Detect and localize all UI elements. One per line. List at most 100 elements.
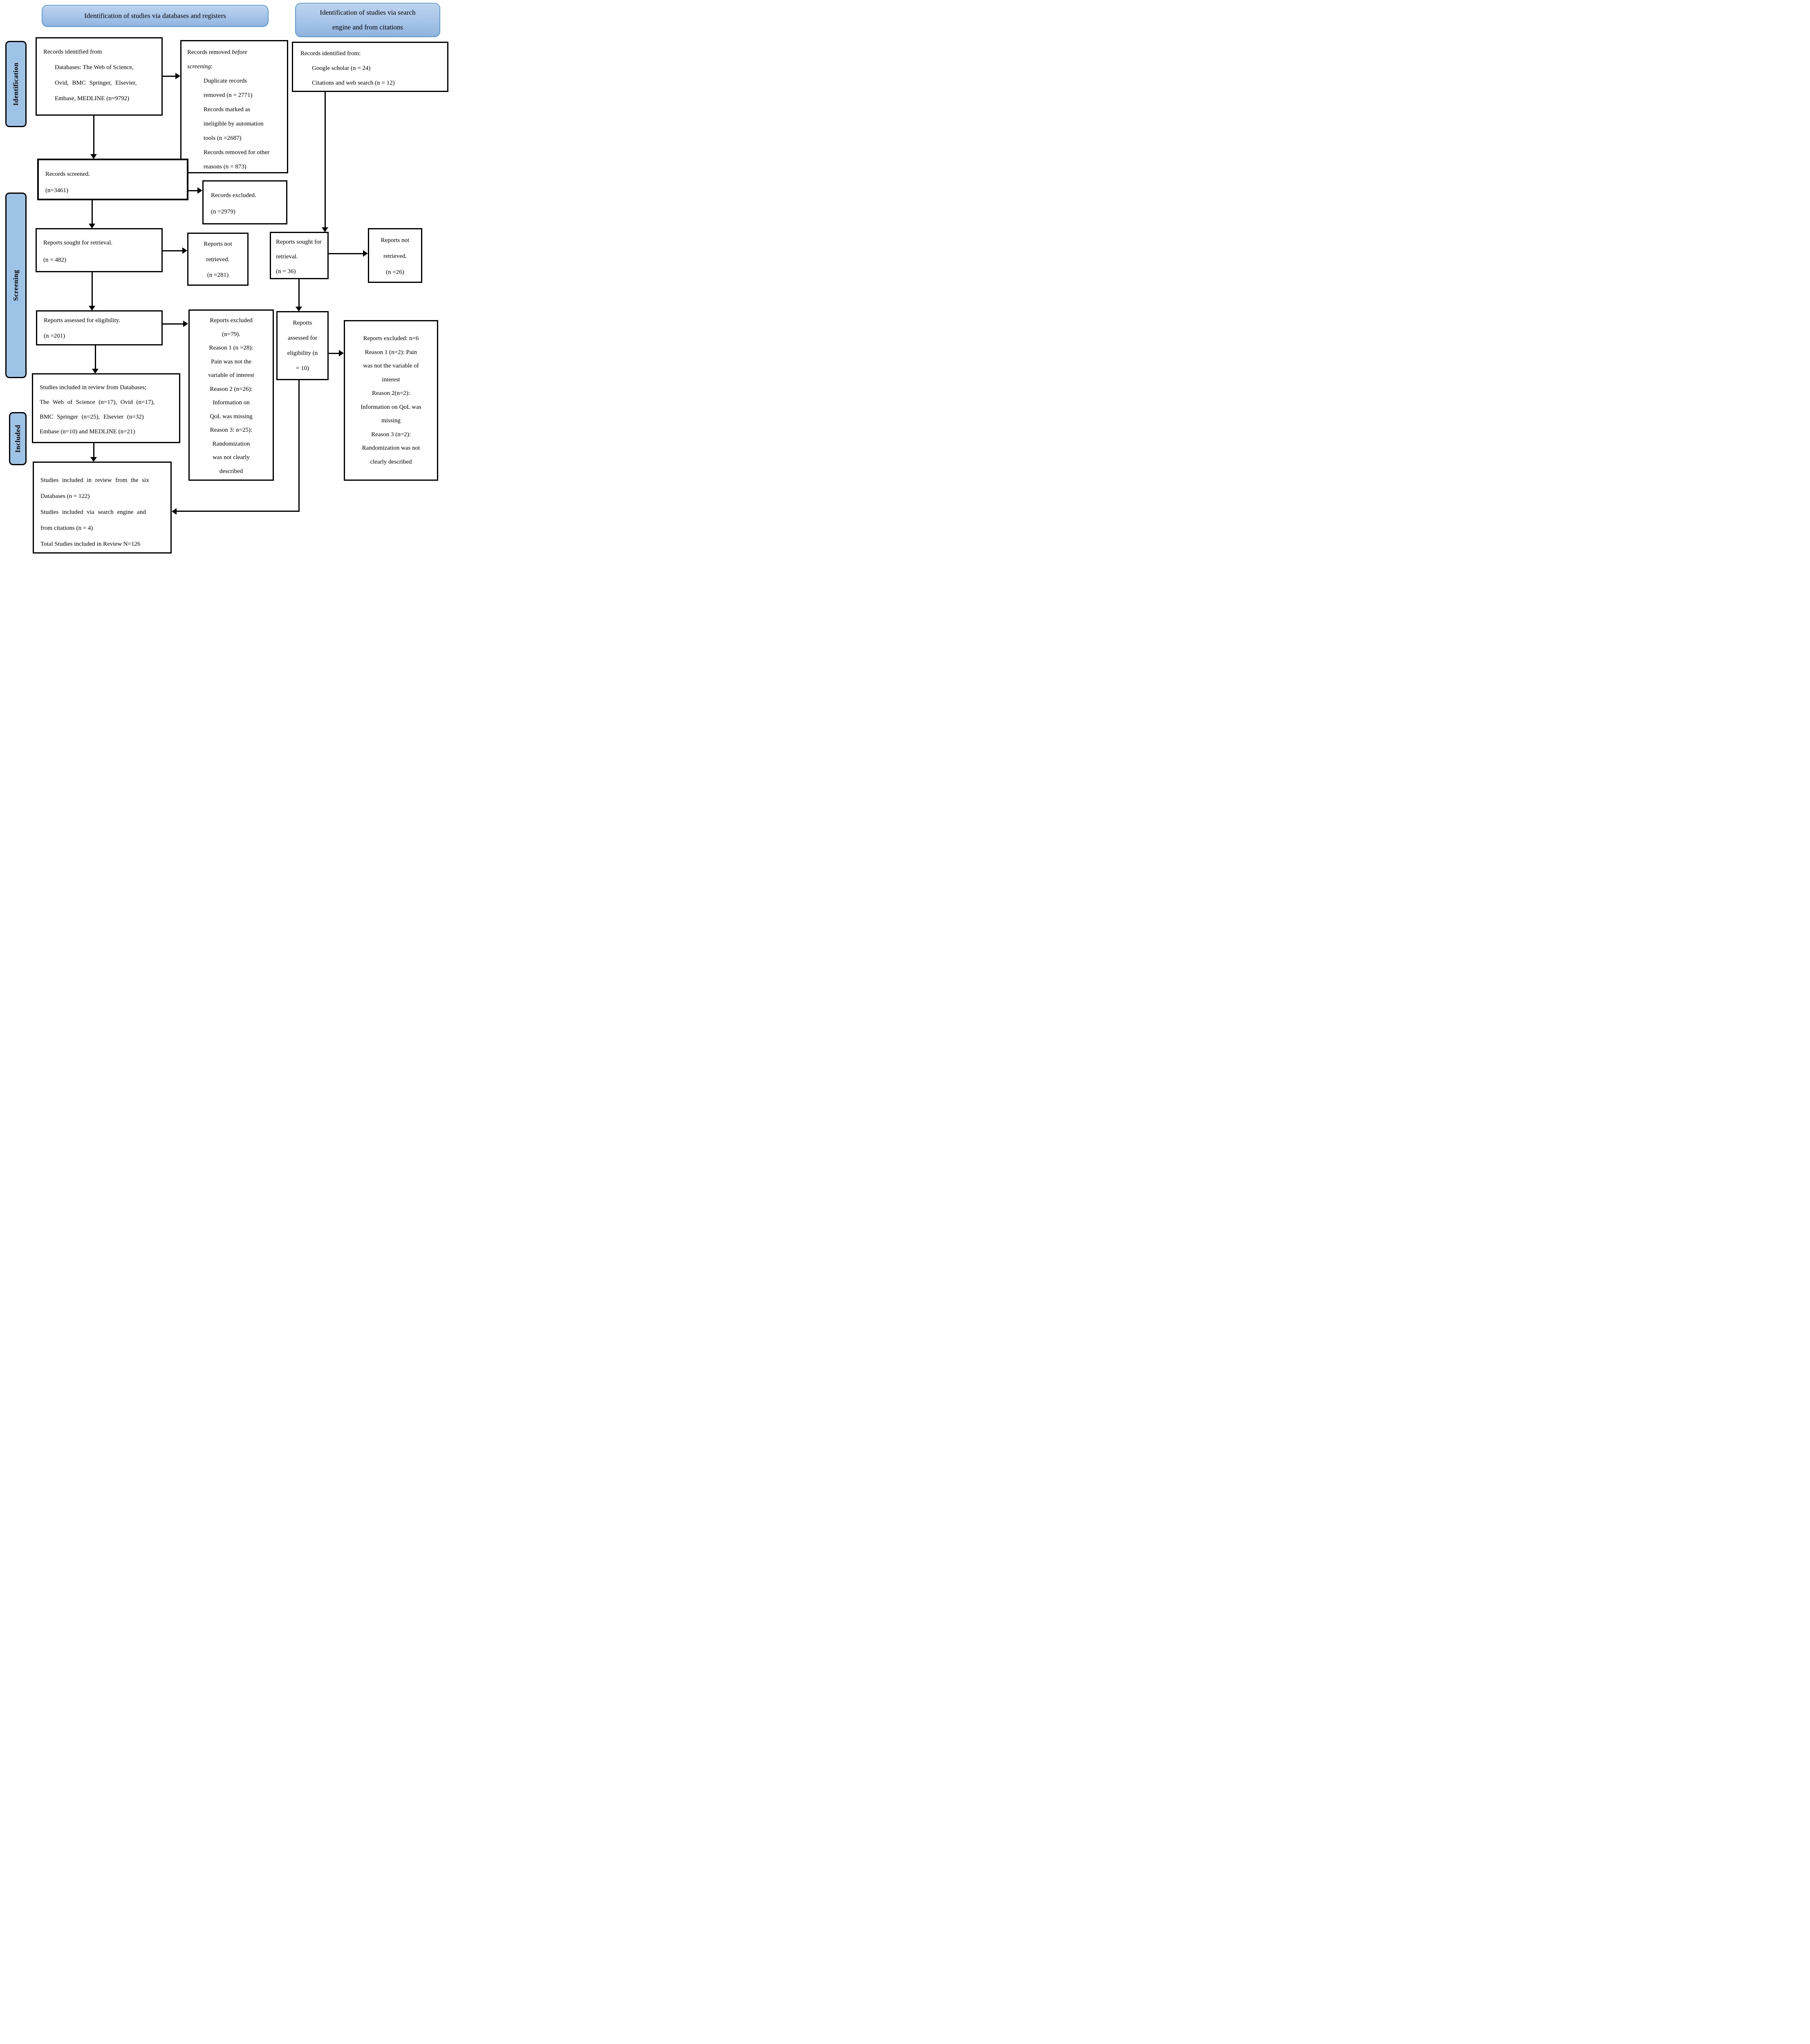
text-line: Records identified from bbox=[43, 49, 102, 55]
text-line: Reports bbox=[293, 320, 312, 326]
sidebar-included: Included bbox=[9, 412, 27, 465]
arrow-sought-to-notretrieved-head bbox=[182, 247, 187, 254]
text-line: Records marked as bbox=[204, 106, 251, 113]
text-line: tools (n =2687) bbox=[204, 135, 242, 141]
arrow-assessed2-to-total-hline bbox=[177, 511, 300, 512]
text-line: Reason 1 (n=2): Pain bbox=[365, 349, 417, 356]
text-line: (n=79). bbox=[222, 331, 240, 338]
box-records-excluded: Records excluded. (n =2979) bbox=[202, 180, 287, 224]
text-line: Studies included in review from the six bbox=[40, 477, 149, 484]
arrow-assessed2-to-excluded2-head bbox=[339, 350, 344, 356]
arrow-assessed2-to-excluded2-line bbox=[329, 353, 339, 354]
text-line: Reports not bbox=[204, 241, 232, 247]
text-span: : bbox=[211, 63, 213, 70]
text-line: Ovid, BMC Springer, Elsevier, bbox=[55, 80, 137, 86]
text-line: eligibility (n bbox=[287, 350, 318, 356]
text-line: (n = 482) bbox=[43, 257, 66, 263]
arrow-identified-to-screened-head bbox=[90, 154, 97, 159]
text-line: retrieved. bbox=[206, 256, 230, 263]
text-line: Reports sought for bbox=[276, 239, 322, 245]
text-line: Records removed for other bbox=[204, 149, 270, 156]
text-line: Reason 2 (n=26): bbox=[210, 385, 253, 392]
text-line: Citations and web search (n = 12) bbox=[312, 80, 395, 86]
arrow-assessed2-to-total-head bbox=[172, 508, 177, 515]
arrow-sought-to-assessed-head bbox=[89, 306, 95, 311]
text-span-italic: screening bbox=[187, 63, 211, 70]
text-line: Reports excluded: n=6 bbox=[363, 335, 419, 342]
text-line: removed (n = 2771) bbox=[204, 92, 253, 99]
text-line: Studies included via search engine and bbox=[40, 509, 146, 515]
text-line: Randomization was not bbox=[362, 445, 420, 451]
text-line: Total Studies included in Review N=126 bbox=[40, 541, 141, 547]
arrow-screened-to-excluded-line bbox=[188, 190, 198, 191]
arrow-searchrecords-to-sought-head bbox=[322, 227, 328, 232]
arrow-assessed-to-excluded-head bbox=[183, 320, 188, 327]
box-records-screened: Records screened. (n=3461) bbox=[37, 159, 188, 200]
arrow-searchrecords-to-sought-line bbox=[325, 92, 326, 228]
box-reports-assessed-databases: Reports assessed for eligibility. (n =20… bbox=[36, 310, 163, 345]
box-records-identified-search: Records identified from: Google scholar … bbox=[292, 42, 448, 92]
arrow-screened-to-sought-head bbox=[89, 224, 95, 229]
text-line: Reports assessed for eligibility. bbox=[44, 317, 121, 324]
header-search-citations: Identification of studies via search eng… bbox=[295, 3, 440, 37]
arrow-identified-to-removed-head bbox=[175, 73, 180, 79]
arrow-identified-to-removed-line bbox=[163, 76, 176, 77]
arrow-screened-to-sought-line bbox=[92, 200, 93, 224]
arrow-sought2-to-notretrieved2-line bbox=[329, 253, 363, 254]
text-line: from citations (n = 4) bbox=[40, 525, 93, 531]
text-line: Studies included in review from Database… bbox=[40, 384, 147, 391]
header-text: engine and from citations bbox=[332, 23, 403, 31]
text-line: Records excluded. bbox=[211, 192, 256, 199]
arrow-screened-to-excluded-head bbox=[197, 187, 202, 194]
arrow-identified-to-screened-line bbox=[93, 116, 94, 155]
text-line: Records screened. bbox=[45, 171, 90, 177]
arrow-included-to-total-head bbox=[90, 457, 97, 462]
text-line: Pain was not the bbox=[211, 358, 251, 365]
text-line: Reason 2(n=2): bbox=[372, 390, 410, 397]
box-reports-assessed-search: Reports assessed for eligibility (n = 10… bbox=[276, 311, 329, 380]
box-records-identified-databases: Records identified from Databases: The W… bbox=[36, 37, 163, 116]
text-line: retrieved. bbox=[383, 253, 407, 260]
text-line: (n =201) bbox=[44, 333, 65, 339]
arrow-sought-to-notretrieved-line bbox=[163, 250, 183, 251]
text-line: was not the variable of bbox=[363, 363, 419, 369]
box-total-studies-included: Studies included in review from the six … bbox=[33, 462, 172, 554]
text-line: Embase (n=10) and MEDLINE (n=21) bbox=[40, 428, 135, 435]
arrow-assessed-to-excluded-line bbox=[163, 323, 184, 325]
text-line: retrieval. bbox=[276, 253, 298, 260]
text-line: (n =26) bbox=[386, 269, 404, 276]
text-line: Randomization bbox=[212, 440, 250, 447]
arrow-included-to-total-line bbox=[93, 443, 94, 457]
text-line: reasons (n = 873) bbox=[204, 164, 246, 170]
box-reports-sought-databases: Reports sought for retrieval. (n = 482) bbox=[36, 228, 163, 272]
arrow-assessed-to-included-head bbox=[92, 369, 99, 374]
header-text: Identification of studies via search bbox=[320, 9, 416, 16]
box-reports-not-retrieved-databases: Reports not retrieved. (n =281) bbox=[187, 233, 249, 286]
box-studies-included-databases: Studies included in review from Database… bbox=[32, 373, 180, 443]
prisma-flow-diagram: Identification of studies via databases … bbox=[0, 0, 452, 556]
text-line: Information on QoL was bbox=[361, 403, 421, 410]
text-line: Reports sought for retrieval. bbox=[43, 240, 113, 246]
text-span-italic: before bbox=[232, 49, 247, 56]
text-line: Reason 3 (n=2): bbox=[371, 431, 411, 438]
text-line: QoL was missing bbox=[210, 413, 253, 420]
text-line: Google scholar (n = 24) bbox=[312, 65, 371, 72]
arrow-sought2-to-notretrieved2-head bbox=[363, 250, 368, 257]
text-line: Reason 1 (n =28): bbox=[209, 345, 253, 351]
arrow-assessed-to-included-line bbox=[95, 345, 96, 369]
text-line: described bbox=[219, 468, 243, 475]
text-line: = 10) bbox=[296, 365, 309, 372]
text-line: Information on bbox=[213, 399, 250, 406]
sidebar-label: Screening bbox=[12, 270, 20, 301]
text-line: was not clearly bbox=[213, 454, 250, 461]
sidebar-label: Included bbox=[13, 424, 22, 453]
text-span: Records removed bbox=[187, 49, 232, 56]
text-line: ineligible by automation bbox=[204, 121, 264, 127]
text-line: Embase, MEDLINE (n=9792) bbox=[55, 95, 130, 102]
sidebar-screening: Screening bbox=[5, 193, 27, 378]
text-line: The Web of Science (n=17), Ovid (n=17), bbox=[40, 399, 155, 406]
text-line: interest bbox=[382, 376, 400, 383]
header-databases-registers: Identification of studies via databases … bbox=[42, 5, 269, 27]
sidebar-label: Identification bbox=[12, 62, 20, 106]
header-text: Identification of studies via databases … bbox=[84, 12, 226, 20]
